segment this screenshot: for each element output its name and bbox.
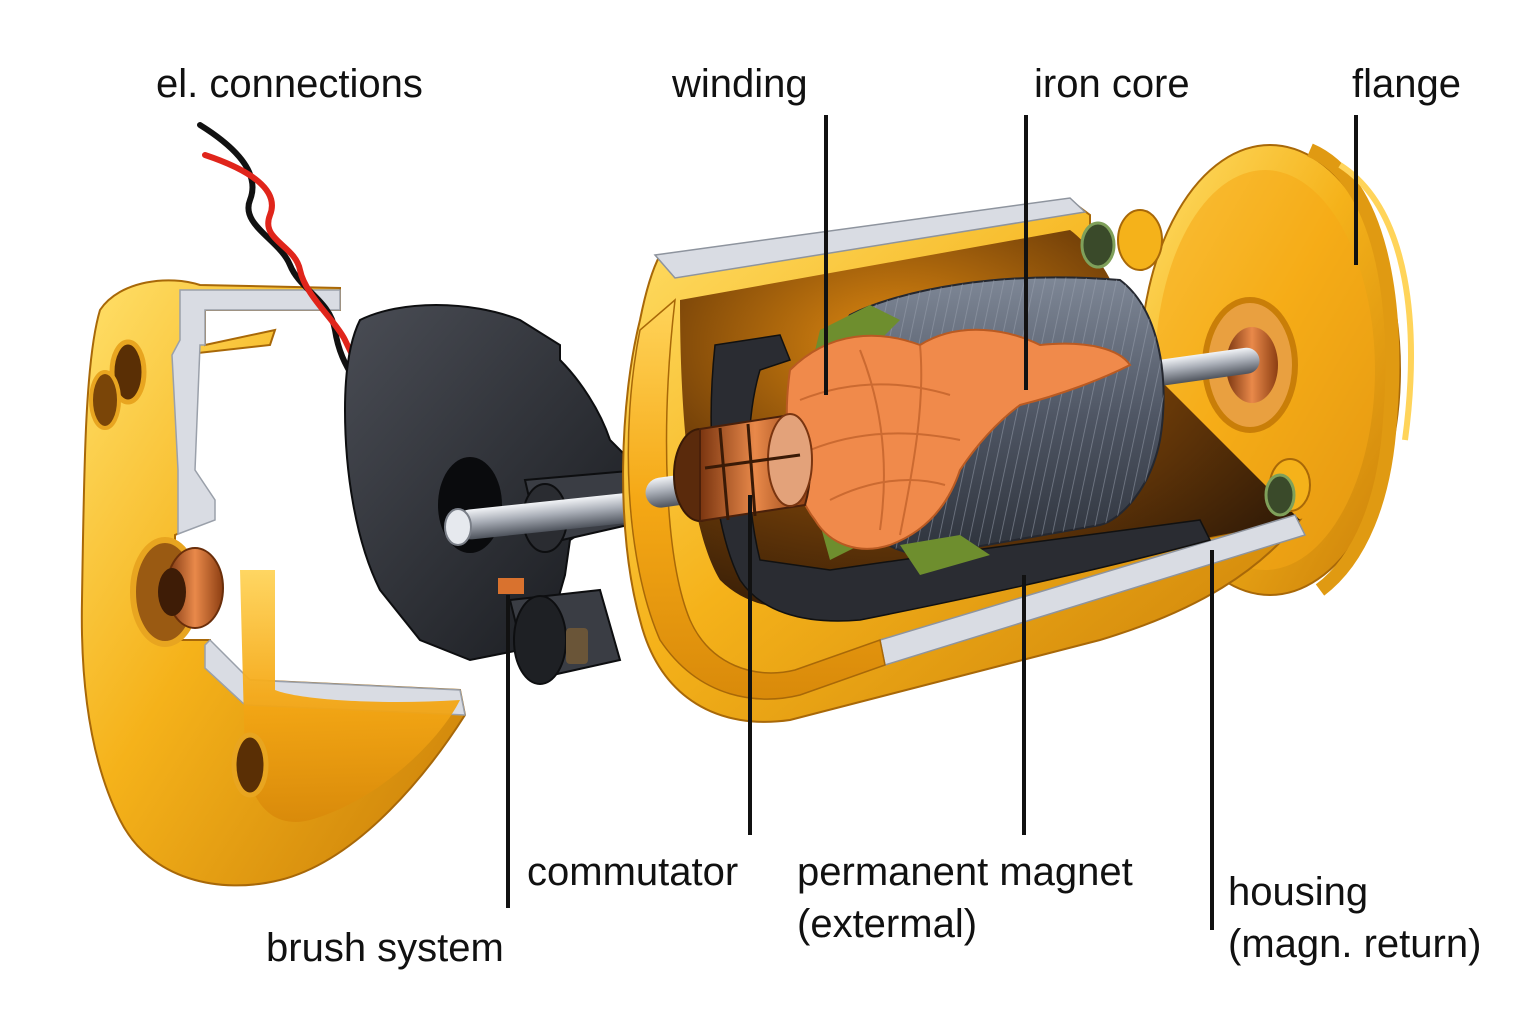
brush-holder (343, 304, 685, 685)
label-commutator: commutator (527, 850, 739, 894)
label-housing-sub: (magn. return) (1228, 922, 1482, 966)
label-housing: housing(magn. return) (1228, 866, 1481, 970)
commutator-part (673, 413, 813, 523)
label-brush-system: brush system (266, 926, 504, 970)
end-cap (80, 279, 467, 887)
label-permanent-magnet: permanent magnet(extermal) (797, 846, 1133, 950)
label-iron-core: iron core (1034, 62, 1190, 106)
label-permanent-magnet-sub: (extermal) (797, 902, 978, 946)
label-winding: winding (672, 62, 808, 106)
leader-lines (506, 115, 1358, 930)
rotor (645, 276, 1260, 575)
label-flange: flange (1352, 62, 1461, 106)
electric-connection-wires (197, 122, 368, 383)
label-el-connections: el. connections (156, 62, 423, 106)
